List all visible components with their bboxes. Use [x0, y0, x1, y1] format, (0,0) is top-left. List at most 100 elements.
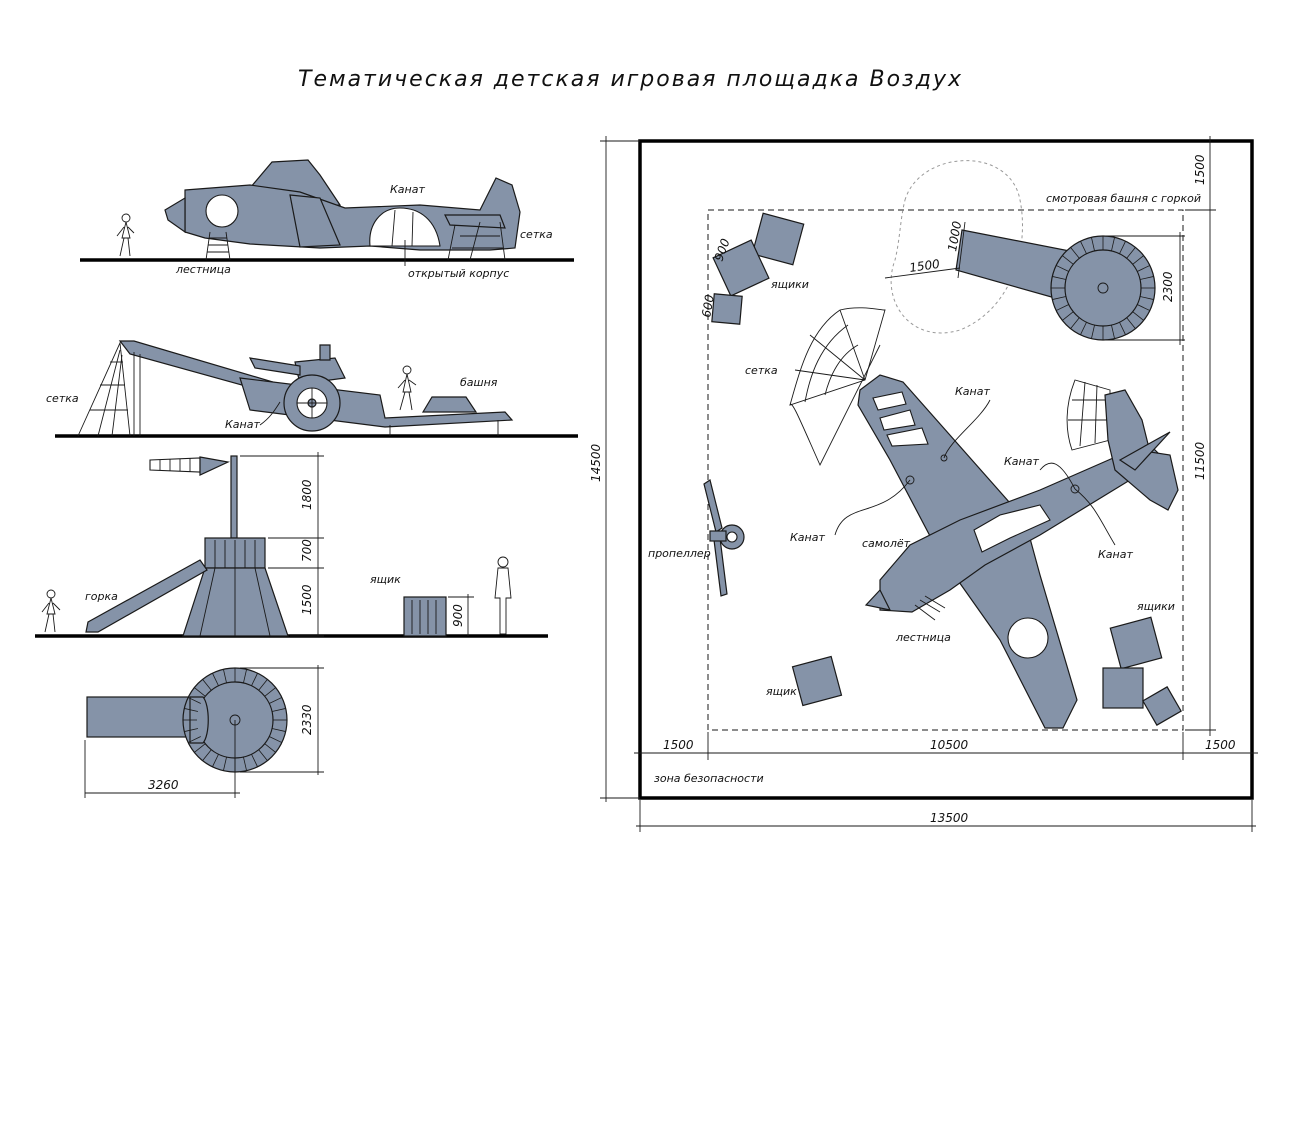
- cannon-net: [77, 341, 131, 437]
- dim-1500-right: 1500: [1205, 738, 1236, 752]
- ring-segment: [1111, 324, 1115, 339]
- ring-segment: [1062, 311, 1074, 321]
- ring-segment: [1119, 322, 1126, 336]
- dim-11500: 11500: [1193, 441, 1207, 480]
- plane-open-hull: [369, 207, 441, 247]
- ring-segment: [187, 736, 201, 743]
- ring-segment: [1062, 255, 1074, 265]
- ring-segment: [269, 736, 283, 743]
- plan-airplane-round-window: [1007, 617, 1049, 659]
- plane-window-front: [205, 194, 239, 228]
- label-rope-plan-2: Канат: [1004, 455, 1039, 468]
- ring-segment: [1132, 311, 1144, 321]
- label-rope-plan-4: Канат: [1098, 548, 1133, 561]
- ring-segment: [1137, 265, 1151, 272]
- ring-segment: [223, 756, 227, 771]
- ring-segment: [1070, 247, 1080, 259]
- ring-segment: [243, 669, 247, 684]
- ring-segment: [264, 687, 276, 697]
- plane-net: [447, 221, 506, 261]
- ring-segment: [184, 708, 199, 712]
- label-boxes-top: ящики: [771, 278, 809, 291]
- ring-segment: [1070, 317, 1080, 329]
- dim-700: 700: [300, 539, 314, 562]
- plan-box-2: [712, 239, 770, 297]
- label-cannon-net: сетка: [46, 392, 79, 405]
- slide-zone-outline: [890, 160, 1023, 334]
- ring-segment: [1080, 240, 1087, 254]
- plan-box-1: [751, 212, 805, 266]
- label-box: ящик: [370, 573, 401, 586]
- label-rope-plan-1: Канат: [955, 385, 990, 398]
- plan-airplane-nose: [864, 588, 892, 611]
- label-rope: Канат: [390, 183, 425, 196]
- site-plan: 2300 1000 1500 смотровая башня с горкой …: [589, 136, 1258, 832]
- tower-base: [182, 567, 289, 637]
- dim-1500-tower: 1500: [908, 257, 941, 275]
- label-ladder: лестница: [175, 263, 231, 276]
- tower-mast: [230, 455, 238, 539]
- ring-segment: [212, 672, 219, 686]
- ring-segment: [269, 697, 283, 704]
- ring-segment: [187, 697, 201, 704]
- ring-segment: [194, 743, 206, 753]
- label-propeller: пропеллер: [648, 547, 711, 560]
- ring-segment: [1091, 324, 1095, 339]
- dim-2300: 2300: [1161, 271, 1175, 302]
- drawing-title: Тематическая детская игровая площадка Во…: [298, 67, 963, 92]
- plan-propeller: [703, 479, 745, 597]
- dim-14500: 14500: [589, 443, 603, 482]
- plan-box-6: [1142, 686, 1182, 726]
- box-elevation: [403, 596, 447, 637]
- ring-segment: [212, 754, 219, 768]
- label-watch-tower: смотровая башня с горкой: [1046, 192, 1201, 205]
- label-net-plan: сетка: [745, 364, 778, 377]
- tower-slide: [85, 559, 208, 633]
- plan-box-5: [1102, 667, 1144, 709]
- adult-figure: [494, 556, 512, 635]
- ring-segment: [202, 679, 212, 691]
- play-area-boundary: [707, 209, 1184, 731]
- plane-tailplane: [444, 214, 506, 229]
- label-cannon-rope: Канат: [225, 418, 260, 431]
- small-tower: [421, 396, 478, 413]
- elevation-cannon: сетка Канат башня: [46, 340, 578, 438]
- ring-segment: [1052, 276, 1067, 280]
- ring-segment: [271, 708, 286, 712]
- ring-segment: [1080, 322, 1087, 336]
- label-slide: горка: [85, 590, 118, 603]
- ring-segment: [251, 754, 258, 768]
- ring-segment: [243, 756, 247, 771]
- plane-wing: [289, 194, 341, 248]
- label-tower: башня: [460, 376, 498, 389]
- ring-segment: [1119, 240, 1126, 254]
- dim-box-600-plan: 600: [699, 293, 717, 318]
- ring-segment: [184, 728, 199, 732]
- label-ladder-plan: лестница: [895, 631, 951, 644]
- dim-box-900: 900: [451, 604, 465, 627]
- child-figure-1: [116, 213, 135, 257]
- label-box-single: ящик: [766, 685, 797, 698]
- ring-segment: [1091, 237, 1095, 252]
- plan-box-3: [711, 293, 743, 325]
- elevation-airplane: Канат сетка лестница открытый корпус: [80, 159, 574, 280]
- ring-segment: [1111, 237, 1115, 252]
- ring-segment: [264, 743, 276, 753]
- dim-1500-top: 1500: [1193, 154, 1207, 185]
- plan-cannon-barrel: [86, 696, 198, 738]
- label-safety-zone: зона безопасности: [654, 772, 764, 785]
- windsock: [149, 457, 201, 473]
- ring-segment: [202, 749, 212, 761]
- child-figure-3: [41, 589, 61, 633]
- ring-segment: [1052, 296, 1067, 300]
- ring-segment: [223, 669, 227, 684]
- ring-segment: [1055, 265, 1069, 272]
- ring-segment: [1055, 304, 1069, 311]
- ring-segment: [1126, 247, 1136, 259]
- plan-airplane: [857, 374, 1179, 729]
- ring-segment: [1139, 296, 1154, 300]
- ring-segment: [251, 672, 258, 686]
- label-net: сетка: [520, 228, 553, 241]
- dim-2330: 2330: [300, 704, 314, 735]
